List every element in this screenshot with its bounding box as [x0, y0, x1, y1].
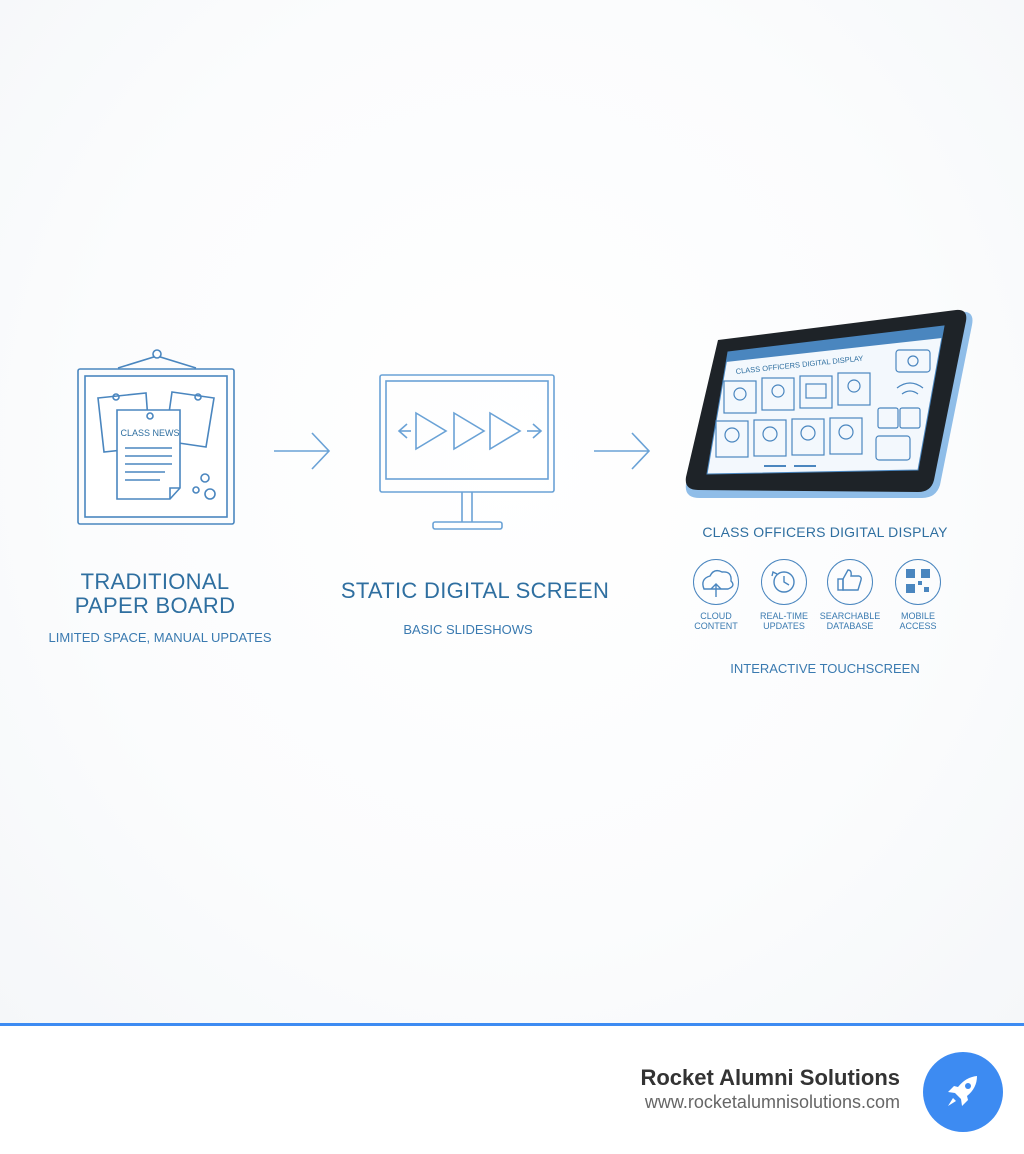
rocket-icon [948, 1076, 977, 1106]
footer-divider [0, 1023, 1024, 1026]
stage-traditional-title-line: TRADITIONAL [80, 569, 230, 594]
feature-real-time-updates: REAL-TIME UPDATES [749, 559, 819, 631]
feature-label: REAL-TIME UPDATES [759, 611, 808, 631]
arrow-right-icon [274, 432, 331, 470]
feature-cloud-content: CLOUD CONTENT [681, 559, 751, 631]
feature-label: SEARCHABLE DATABASE [819, 611, 881, 631]
bulletin-board-icon [77, 349, 235, 525]
feature-label: CLOUD CONTENT [694, 611, 738, 631]
feature-circle [693, 559, 739, 605]
class-news-label: CLASS NEWS [120, 428, 179, 438]
brand-name: Rocket Alumni Solutions [640, 1065, 900, 1090]
tablet-device [685, 309, 973, 498]
feature-circle [761, 559, 807, 605]
feature-circle [827, 559, 873, 605]
stage-traditional-subtitle: LIMITED SPACE, MANUAL UPDATES [48, 630, 272, 645]
arrow-right-icon [594, 432, 651, 470]
tablet-photo-grid [715, 349, 931, 461]
feature-mobile-access: MOBILE ACCESS [883, 559, 953, 631]
stage-display-subtitle: INTERACTIVE TOUCHSCREEN [730, 661, 920, 676]
feature-searchable-database: SEARCHABLE DATABASE [815, 559, 885, 631]
diagram-art: CLASS NEWS CLASS OFFICERS DIGITAL DISPLA… [77, 309, 973, 597]
feature-circle [895, 559, 941, 605]
stage-display-title: CLASS OFFICERS DIGITAL DISPLAY [702, 524, 948, 540]
stage-static-subtitle: BASIC SLIDESHOWS [403, 622, 533, 637]
stage-traditional-title: TRADITIONAL PAPER BOARD [40, 570, 270, 618]
monitor-icon [379, 374, 555, 530]
rocket-logo-icon [923, 1052, 1003, 1132]
stage-traditional-title-line: PAPER BOARD [74, 593, 236, 618]
stage-static-title: STATIC DIGITAL SCREEN [340, 578, 610, 603]
footer-brand: Rocket Alumni Solutions www.rocketalumni… [640, 1065, 900, 1113]
brand-url[interactable]: www.rocketalumnisolutions.com [644, 1092, 900, 1112]
feature-label: MOBILE ACCESS [899, 611, 937, 631]
